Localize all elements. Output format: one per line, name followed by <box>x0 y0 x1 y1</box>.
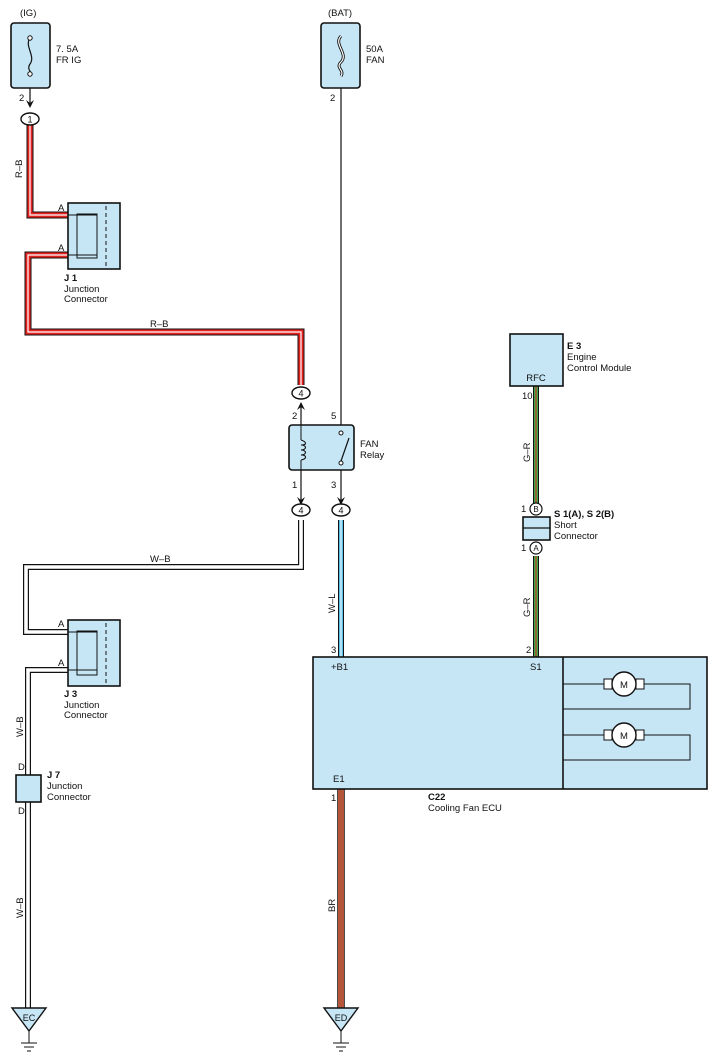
ecu-terminal-b1: +B1 <box>331 662 348 673</box>
ig-fuse-pin: 2 <box>19 93 24 104</box>
cooling-fan-ecu <box>312 656 708 790</box>
ecm-terminal: RFC <box>526 373 546 384</box>
engine-control-module <box>509 333 564 387</box>
connector-1-label: 1 <box>27 115 32 125</box>
bat-fuse-pin: 2 <box>330 93 335 104</box>
fan-motor-2-label: M <box>620 731 628 742</box>
bat-source-label: (BAT) <box>328 8 352 19</box>
ig-fuse <box>10 22 51 89</box>
bat-fuse <box>320 22 361 89</box>
wire-label-wb-2: W–B <box>15 716 26 737</box>
j1-pin-a-bottom: A <box>58 243 65 254</box>
bat-fuse-name: FAN <box>366 55 385 66</box>
ecu-terminal-e1: E1 <box>333 774 345 785</box>
ecm-code: E 3 <box>567 341 581 352</box>
bat-fuse-rating: 50A <box>366 44 384 55</box>
j1-pin-a-top: A <box>58 203 65 214</box>
short-name2: Connector <box>554 531 598 542</box>
j3-code: J 3 <box>64 689 77 700</box>
short-tag-a: A <box>533 544 539 553</box>
j3-pin-a-bottom: A <box>58 658 65 669</box>
j3-pin-a-top: A <box>58 619 65 630</box>
j3-line2: Connector <box>64 710 108 721</box>
ground-ed-symbol <box>322 1007 360 1052</box>
relay-pin-5: 5 <box>331 411 336 422</box>
j1-line2: Connector <box>64 294 108 305</box>
wire-label-br: BR <box>327 899 338 912</box>
relay-pin-3: 3 <box>331 480 336 491</box>
fan-relay <box>288 424 355 471</box>
wire-wb-j3-to-ground <box>25 667 68 1008</box>
ecu-pin-b1: 3 <box>331 645 336 656</box>
j1-code: J 1 <box>64 273 78 284</box>
j7-pin-d-top: D <box>18 762 25 773</box>
wire-label-wb-3: W–B <box>15 897 26 918</box>
fan-motor-1-label: M <box>620 680 628 691</box>
ecu-pin-s1: 2 <box>526 645 531 656</box>
ecu-pin-e1: 1 <box>331 793 336 804</box>
ecu-code: C22 <box>428 792 445 803</box>
j7-pin-d-bottom: D <box>18 806 25 817</box>
ground-ed-label: ED <box>335 1013 348 1023</box>
wire-label-wl: W–L <box>327 593 338 613</box>
connector-1: 1 <box>20 112 40 126</box>
ecu-name: Cooling Fan ECU <box>428 803 502 814</box>
junction-j3 <box>67 619 121 687</box>
connector-4-relay-out1-label: 4 <box>298 506 303 516</box>
connector-4-relay-in-label: 4 <box>298 389 303 399</box>
j7-line2: Connector <box>47 792 91 803</box>
ecm-line2: Control Module <box>567 363 631 374</box>
wire-rb-j1-to-relay <box>24 251 305 385</box>
relay-line1: FAN <box>360 439 379 450</box>
short-name: Short <box>554 520 577 531</box>
relay-pin-1: 1 <box>292 480 297 491</box>
ig-fuse-name: FR IG <box>56 55 81 66</box>
connector-4-relay-out3-label: 4 <box>338 506 343 516</box>
short-pin-bottom: 1 <box>521 543 526 554</box>
j7-line1: Junction <box>47 781 82 792</box>
wire-label-rb-1: R–B <box>14 160 25 178</box>
ground-ec-symbol <box>10 1007 48 1052</box>
j1-line1: Junction <box>64 284 99 295</box>
short-connector <box>522 502 551 555</box>
ecm-pin: 10 <box>522 391 533 402</box>
short-tag-b: B <box>533 505 538 514</box>
relay-pin-2: 2 <box>292 411 297 422</box>
connector-4-relay-out1: 4 <box>291 503 311 517</box>
junction-j7 <box>15 774 42 803</box>
wire-label-gr-1: G–R <box>522 442 533 462</box>
ecu-terminal-s1: S1 <box>530 662 542 673</box>
j7-code: J 7 <box>47 770 60 781</box>
relay-in-up-arrow-icon <box>297 402 305 410</box>
relay-line2: Relay <box>360 450 385 461</box>
fan-motor-2-icon <box>603 722 645 748</box>
ig-fuse-rating: 7. 5A <box>56 44 79 55</box>
ground-ec-label: EC <box>23 1013 36 1023</box>
wire-label-rb-2: R–B <box>150 319 168 330</box>
ecm-line1: Engine <box>567 352 597 363</box>
j3-line1: Junction <box>64 700 99 711</box>
connector-4-relay-out3: 4 <box>331 503 351 517</box>
short-code: S 1(A), S 2(B) <box>554 509 614 520</box>
short-pin-top: 1 <box>521 504 526 515</box>
wire-label-gr-2: G–R <box>522 597 533 617</box>
wire-label-wb-1: W–B <box>150 554 171 565</box>
junction-j1 <box>67 202 121 270</box>
wire-rb-ig-to-j1 <box>26 125 68 219</box>
connector-4-relay-in: 4 <box>291 386 311 400</box>
ig-source-label: (IG) <box>20 8 36 19</box>
fan-motor-1-icon <box>603 671 645 697</box>
wire-wb-relay-to-j3 <box>23 520 304 635</box>
